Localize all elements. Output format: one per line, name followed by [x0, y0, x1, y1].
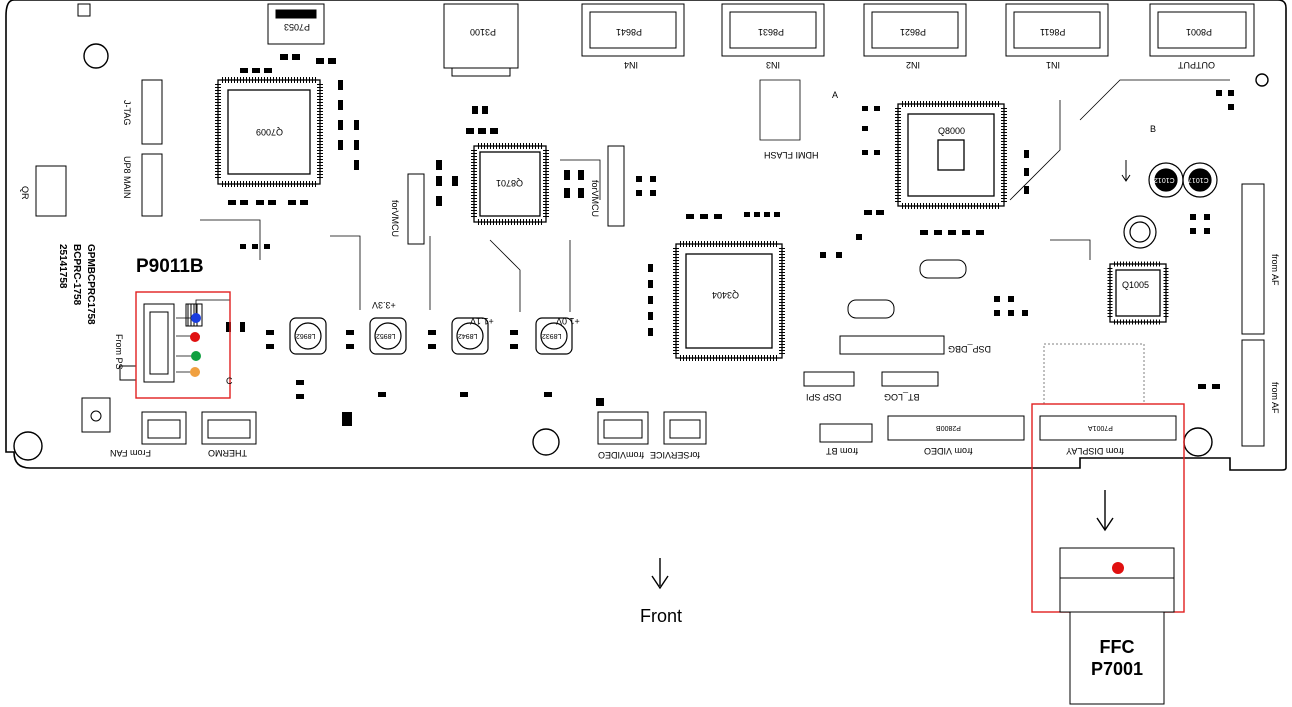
label-q8701: Q8701 — [496, 178, 524, 188]
label-p8001: P8001 — [1186, 27, 1213, 37]
power-inductors — [289, 162, 1218, 355]
label-up8-main: UP8 MAIN — [122, 156, 132, 199]
label-output: OUTPUT — [1178, 60, 1215, 70]
label-a-mark: A — [832, 90, 839, 100]
p9011b-wire-markers — [185, 303, 203, 377]
label-hdmi-flash: HDMI FLASH — [764, 150, 819, 160]
label-v33: +3.3V — [372, 300, 396, 310]
label-l8932: L8932 — [542, 332, 562, 339]
label-from-video-1: fromVIDEO — [598, 450, 645, 460]
ffc-red-dot — [1112, 562, 1124, 574]
ffc-label: FFC P7001 — [1086, 636, 1148, 680]
board-notch — [77, 3, 91, 17]
board-outline — [5, 0, 1287, 471]
down-arrows — [651, 490, 1114, 590]
label-in4: IN4 — [624, 60, 639, 70]
ffc-inset — [1059, 547, 1175, 705]
label-dsp-dbg: DSP_DBG — [948, 344, 992, 354]
pin-red-dot — [190, 332, 200, 342]
label-from-af-2: from AF — [1270, 382, 1280, 414]
label-v10: +1.0V — [556, 316, 580, 326]
bottom-connectors — [81, 259, 1177, 445]
label-p7053: P7053 — [284, 22, 311, 32]
label-jtag: J-TAG — [122, 100, 132, 126]
label-from-ps: From PS — [114, 334, 124, 370]
label-from-display: from DISPLAY — [1066, 446, 1124, 456]
label-q8000: Q8000 — [938, 126, 966, 136]
vertical-connectors — [35, 79, 1265, 447]
ffc-label-line2: P7001 — [1090, 659, 1144, 679]
label-for-service: forSERVICE — [650, 450, 700, 460]
label-c-mark: C — [226, 376, 233, 386]
label-for-vmcu-1: forVMCU — [390, 200, 400, 238]
label-p8621: P8621 — [900, 27, 927, 37]
label-board-code-3: 25141758 — [57, 244, 68, 289]
label-thermo: THERMO — [208, 448, 247, 458]
ffc-label-line1: FFC — [1099, 637, 1135, 657]
label-p7001a: P7001A — [1088, 424, 1113, 431]
label-board-code-1: GPMBCPRC1758 — [85, 244, 96, 325]
label-in1: IN1 — [1046, 60, 1061, 70]
label-p8631: P8631 — [758, 27, 785, 37]
label-from-fan: From FAN — [110, 448, 152, 458]
pin-blue-dot — [191, 313, 201, 323]
board-arrows — [1121, 160, 1131, 182]
label-dsp-spi: DSP SPI — [806, 392, 842, 402]
label-p2800b: P2800B — [936, 424, 961, 431]
label-p3100: P3100 — [470, 27, 497, 37]
label-p8641: P8641 — [616, 27, 643, 37]
connector-callout-label: P9011B — [136, 256, 204, 277]
label-q7009: Q7009 — [256, 127, 284, 137]
label-b-mark: B — [1150, 124, 1157, 134]
label-qr: QR — [20, 186, 30, 200]
label-c1017: C1017 — [1188, 176, 1209, 183]
label-in2: IN2 — [906, 60, 921, 70]
label-l8962: L8962 — [296, 332, 316, 339]
label-board-code-2: BCPRC-1758 — [71, 244, 82, 306]
p9011b-highlight-box — [135, 291, 231, 399]
label-in3: IN3 — [766, 60, 781, 70]
front-direction-label: Front — [640, 606, 683, 626]
label-bt-log: BT_LOG — [884, 392, 920, 402]
label-q1005: Q1005 — [1122, 280, 1150, 290]
pin-orange-dot — [190, 367, 200, 377]
label-q3404: Q3404 — [712, 290, 740, 300]
top-connectors — [267, 3, 1255, 77]
pin-green-dot — [191, 351, 201, 361]
label-c1012: C1012 — [1154, 176, 1175, 183]
label-v11: +1.1V — [470, 316, 494, 326]
label-from-bt: from BT — [826, 446, 859, 456]
small-components — [226, 54, 1234, 426]
label-p8611: P8611 — [1040, 27, 1066, 37]
label-l8942: L8942 — [458, 332, 478, 339]
label-from-af-1: from AF — [1270, 254, 1280, 286]
label-for-vmcu-2: forVMCU — [590, 180, 600, 218]
label-l8952: L8952 — [376, 332, 396, 339]
ic-pin-fringes — [215, 77, 1169, 361]
label-from-video-2: from VIDEO — [924, 446, 973, 456]
